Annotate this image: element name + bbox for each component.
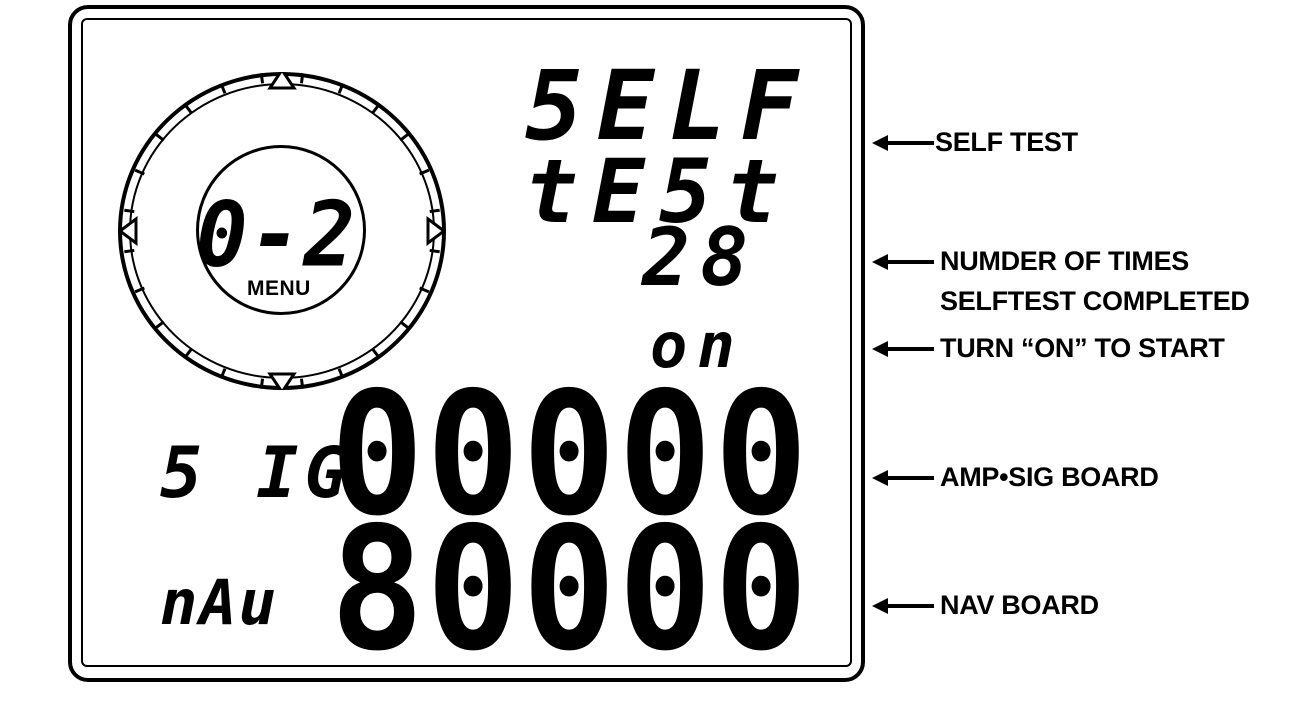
on-state-readout: on (650, 309, 745, 382)
arrow-self-test (872, 133, 934, 153)
nav-value: 80000 (330, 491, 811, 689)
nav-label: nAu (160, 566, 278, 639)
dial-tick (337, 368, 345, 379)
dial-tick (259, 378, 265, 389)
dial-down-marker (267, 372, 297, 390)
dial-tick (419, 286, 430, 294)
callout-amp-sig: AMP•SIG BOARD (940, 462, 1159, 492)
callout-turn-on: TURN “ON” TO START (940, 333, 1225, 363)
callout-count-line1: NUMDER OF TIMES (940, 246, 1189, 276)
dial-tick (154, 320, 165, 329)
dial-markers (118, 72, 446, 390)
dial-tick (399, 133, 410, 142)
dial-tick (184, 348, 193, 359)
dial-tick (419, 168, 430, 176)
self-readout: 5ELF (525, 50, 813, 162)
dial-tick (429, 248, 440, 254)
callout-self-test: SELF TEST (935, 127, 1078, 157)
dial-tick (337, 83, 345, 94)
dial-tick (259, 73, 265, 84)
test-readout: tE5t (525, 140, 793, 243)
dial-center-display (196, 145, 366, 315)
dial-tick (299, 378, 305, 389)
dial-tick (299, 73, 305, 84)
dial-tick (219, 368, 227, 379)
callout-nav: NAV BOARD (940, 590, 1099, 620)
dial-tick (371, 103, 380, 114)
dial-up-marker (267, 72, 297, 90)
arrow-nav (872, 596, 934, 616)
dial-left-marker (118, 216, 138, 246)
dial-tick (124, 248, 135, 254)
dial-tick (399, 320, 410, 329)
dial-tick (429, 208, 440, 214)
arrow-turn-on (872, 339, 934, 359)
dial-tick (371, 348, 380, 359)
dial-tick (219, 83, 227, 94)
arrow-amp-sig (872, 468, 934, 488)
lcd-screen (81, 18, 852, 667)
arrow-selftest-count (872, 252, 934, 272)
menu-label: MENU (247, 277, 311, 300)
dial-right-marker (426, 216, 446, 246)
amp-sig-value: 00000 (330, 356, 811, 554)
dial-tick (134, 286, 145, 294)
dial-tick (154, 133, 165, 142)
callout-count-line2: SELFTEST COMPLETED (940, 286, 1250, 316)
lcd-bezel (68, 5, 865, 682)
menu-number-readout: 0-2 (196, 182, 358, 288)
dial-tick (134, 168, 145, 176)
dial-tick (184, 103, 193, 114)
menu-dial[interactable] (118, 72, 446, 390)
selftest-count-readout: 28 (642, 211, 759, 304)
dial-tick (124, 208, 135, 214)
sig-label: 5 IG (160, 432, 353, 514)
